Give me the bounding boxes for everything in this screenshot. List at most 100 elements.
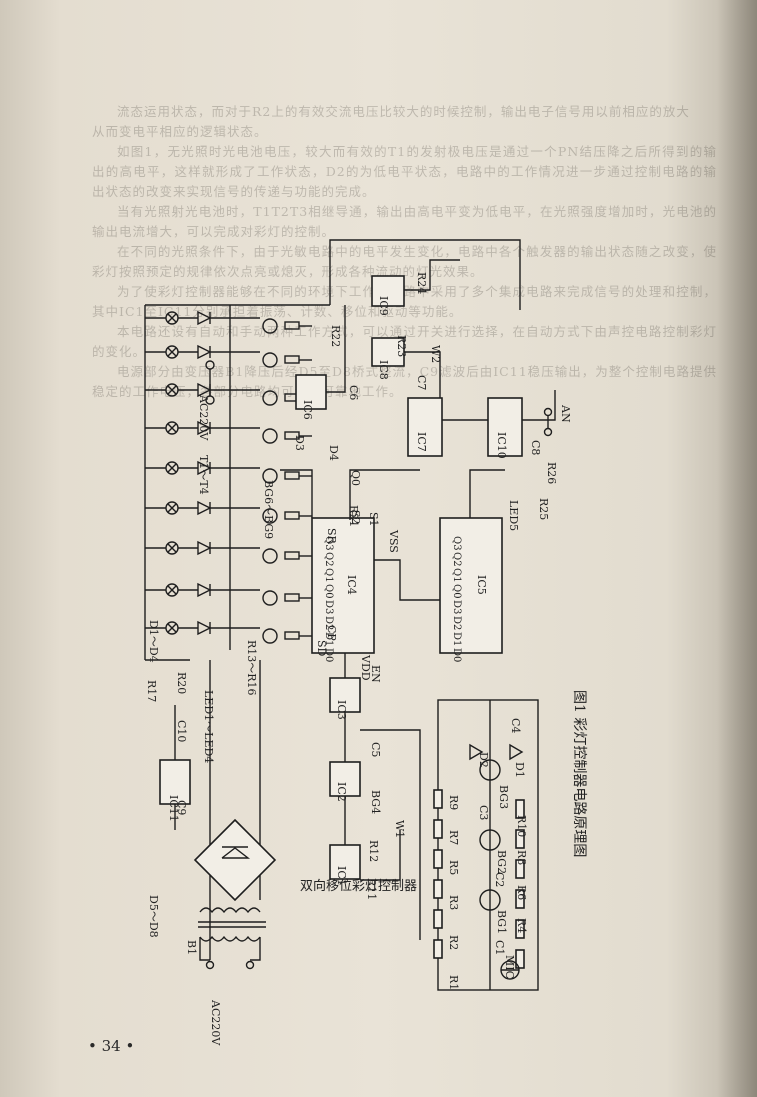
component-label: R1 xyxy=(447,975,460,990)
component-label: IC9 xyxy=(377,296,390,316)
transistor-icon xyxy=(262,590,278,606)
component-label: IC1 xyxy=(335,866,348,886)
component-label: C8 xyxy=(529,440,542,455)
resistor-icon xyxy=(433,879,443,899)
thyristor-icon xyxy=(197,500,212,516)
ic5-pin-label: D2 xyxy=(451,616,462,630)
component-label: C6 xyxy=(347,385,360,400)
thyristor-icon xyxy=(197,582,212,598)
flip-flop-ic10 xyxy=(487,397,523,457)
component-label: C4 xyxy=(509,718,522,733)
ic6-box xyxy=(295,374,327,410)
ghost-paragraph: 当有光照射光电池时，T1T2T3相继导通，输出由高电平变为低电平，在光照强度增加… xyxy=(92,204,717,239)
component-label: R5 xyxy=(447,860,460,875)
ic4-pin-label: D3 xyxy=(323,600,334,614)
ghost-paragraph: 流态运用状态，而对于R2上的有效交流电压比较大的时候控制，输出电子信号用以前相应… xyxy=(117,104,690,119)
lamp-row xyxy=(145,500,312,524)
flip-flop-ic7 xyxy=(407,397,443,457)
component-label: D3 xyxy=(293,435,306,451)
component-label: C5 xyxy=(369,742,382,757)
component-label: IC3 xyxy=(335,700,348,720)
component-label: W1 xyxy=(393,820,406,838)
ic4-pin-label: D0 xyxy=(323,648,334,662)
resistor-icon xyxy=(284,471,300,480)
resistor-icon xyxy=(515,889,525,909)
component-label: VDD xyxy=(359,654,372,681)
component-label: Q0 xyxy=(349,470,362,486)
transistor-icon xyxy=(262,468,278,484)
resistor-icon xyxy=(433,789,443,809)
transistor-bg3-icon xyxy=(479,759,501,781)
component-label: BG2 xyxy=(495,850,508,874)
transistor-icon xyxy=(262,548,278,564)
component-label: C2 xyxy=(493,872,506,887)
component-label: R2 xyxy=(447,935,460,950)
component-label: R6 xyxy=(515,885,528,900)
lamp-row xyxy=(145,420,312,444)
lamp-row xyxy=(145,460,312,484)
component-label: AN xyxy=(559,404,572,423)
thyristor-icon xyxy=(197,540,212,556)
component-label: R25 xyxy=(537,498,550,520)
resistor-icon xyxy=(284,321,300,330)
component-label: EN xyxy=(369,665,382,683)
component-label: R12 xyxy=(367,840,380,862)
thyristor-icon xyxy=(197,382,212,398)
component-label: W2 xyxy=(429,345,442,363)
ic5-pin-label: D0 xyxy=(451,648,462,662)
component-label: R13～R16 xyxy=(245,640,258,696)
ic4-pin-label: Q1 xyxy=(323,568,334,583)
component-label: R21 xyxy=(347,505,360,527)
ic4-pin-label: Q2 xyxy=(323,552,334,567)
ic4-pin-label: D2 xyxy=(323,616,334,630)
ic11-box xyxy=(159,759,191,805)
component-label: R17 xyxy=(145,680,158,702)
component-label: R11 xyxy=(365,878,378,900)
component-label: IC6 xyxy=(301,400,314,420)
component-label: S2 xyxy=(349,510,362,525)
lamp-thyristor-column xyxy=(144,304,330,661)
transistor-icon xyxy=(262,628,278,644)
component-label: B1 xyxy=(185,940,198,955)
component-label: C9 xyxy=(175,800,188,815)
lamp-row xyxy=(145,310,312,334)
component-label: R3 xyxy=(447,895,460,910)
thyristor-icon xyxy=(197,310,212,326)
component-label: R23 xyxy=(395,335,408,357)
component-label: IC7 xyxy=(415,432,428,452)
component-label: R24 xyxy=(415,272,428,294)
lamp-row xyxy=(145,620,312,644)
component-label: BG4 xyxy=(369,790,382,814)
ic5-pin-label: D3 xyxy=(451,600,462,614)
component-label: T1～T4 xyxy=(197,455,210,495)
ghost-paragraph: 从而变电平相应的逻辑状态。 xyxy=(92,124,268,139)
component-label: BG1 xyxy=(495,910,508,934)
component-label: R7 xyxy=(447,830,460,845)
component-label: D5～D8 xyxy=(147,895,160,938)
transistor-bg2-icon xyxy=(479,829,501,851)
component-label: VSS xyxy=(387,529,400,553)
component-label: R9 xyxy=(447,795,460,810)
component-label: IC10 xyxy=(495,432,508,459)
ic1-box xyxy=(329,844,361,880)
resistor-icon xyxy=(433,819,443,839)
component-label: IC2 xyxy=(335,782,348,802)
component-label: AC220V xyxy=(197,394,210,441)
resistor-icon xyxy=(284,593,300,602)
component-label: C10 xyxy=(175,720,188,742)
ic4-pin-label: D1 xyxy=(323,632,334,646)
component-label: D1～D4 xyxy=(147,620,160,663)
thyristor-icon xyxy=(197,620,212,636)
resistor-icon xyxy=(515,949,525,969)
ic5-pin-label: Q0 xyxy=(451,584,462,599)
component-label: LED5 xyxy=(507,500,520,531)
component-label: S1 xyxy=(367,512,380,527)
resistor-icon xyxy=(433,939,443,959)
component-label: LED1～LED4 xyxy=(202,690,215,763)
component-label: CP xyxy=(325,625,338,641)
resistor-icon xyxy=(433,849,443,869)
lamp-row xyxy=(145,382,312,406)
thyristor-icon xyxy=(197,460,212,476)
